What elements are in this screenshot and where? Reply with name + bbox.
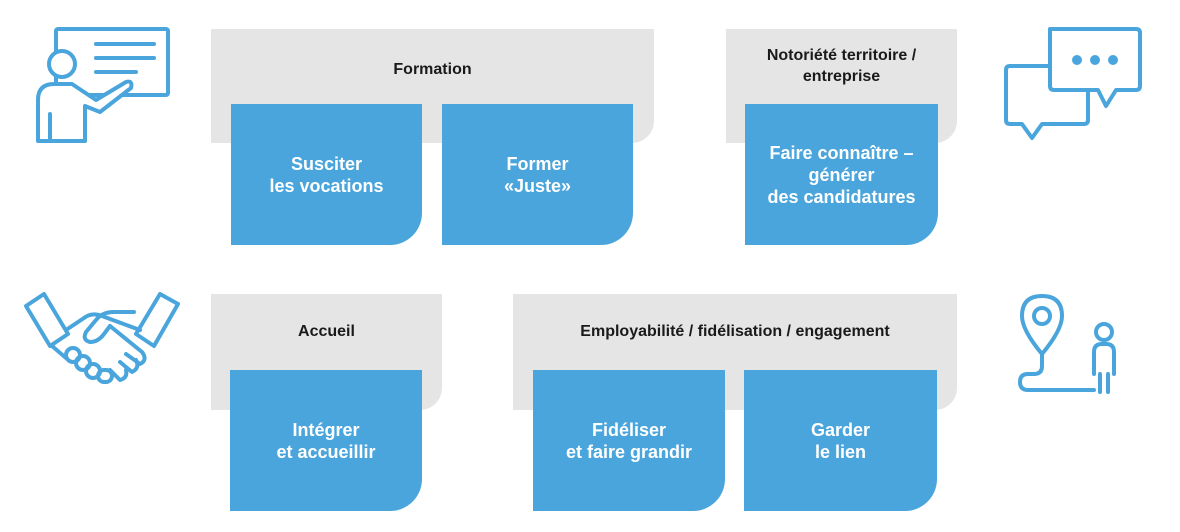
card-label: Faire connaître – générer des candidatur…: [767, 142, 916, 207]
card-label: Garder le lien: [810, 419, 871, 462]
card-fideliser: Fidéliser et faire grandir: [533, 370, 725, 511]
group-title: Notoriété territoire / entreprise: [766, 47, 917, 85]
card-integrer-accueillir: Intégrer et accueillir: [230, 370, 422, 511]
location-person-icon: [1016, 292, 1126, 398]
group-title: Employabilité / fidélisation / engagemen…: [580, 323, 890, 340]
chat-bubbles-icon: [1002, 26, 1146, 144]
card-former-juste: Former «Juste»: [442, 104, 633, 245]
presentation-teacher-icon: [30, 26, 172, 144]
group-title: Formation: [393, 61, 472, 78]
card-label: Former «Juste»: [503, 153, 572, 196]
card-label: Susciter les vocations: [269, 153, 384, 196]
group-title: Accueil: [298, 323, 355, 340]
card-faire-connaitre: Faire connaître – générer des candidatur…: [745, 104, 938, 245]
card-label: Intégrer et accueillir: [276, 419, 376, 462]
handshake-icon: [22, 290, 182, 386]
card-susciter-vocations: Susciter les vocations: [231, 104, 422, 245]
card-label: Fidéliser et faire grandir: [565, 419, 693, 462]
card-garder-lien: Garder le lien: [744, 370, 937, 511]
